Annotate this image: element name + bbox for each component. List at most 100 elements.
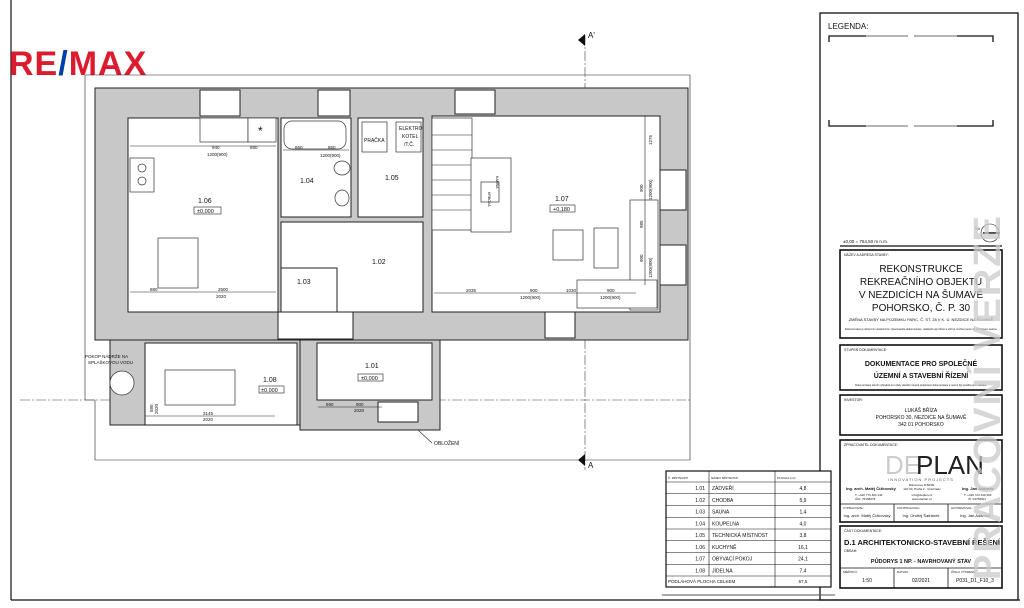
date-value: 02/2021 [912, 578, 930, 584]
svg-text:ČÍSLO VÝKRESU:: ČÍSLO VÝKRESU: [951, 569, 976, 574]
svg-text:1200(900): 1200(900) [520, 295, 541, 300]
svg-text:V NEZDICÍCH NA ŠUMAVĚ: V NEZDICÍCH NA ŠUMAVĚ [859, 288, 984, 301]
svg-text:850: 850 [295, 145, 303, 150]
svg-text:REKREAČNÍHO OBJEKTU: REKREAČNÍHO OBJEKTU [860, 275, 982, 288]
room-area-cell: 7,4 [800, 568, 807, 574]
room-level: ±0,000 [261, 388, 278, 394]
washbasin [334, 189, 350, 207]
drawing-number: P031_D1_F10_3 [956, 578, 994, 584]
svg-text:2020: 2020 [354, 408, 365, 413]
svg-text:NÁZEV A ADRESA STAVBY:: NÁZEV A ADRESA STAVBY: [844, 253, 889, 257]
svg-text:985: 985 [639, 220, 644, 228]
svg-text:Č. MÍSTNOSTI: Č. MÍSTNOSTI [668, 475, 688, 480]
svg-text:KONTROLOVAL:: KONTROLOVAL: [897, 506, 920, 510]
fridge [247, 117, 277, 143]
svg-text:2035: 2035 [466, 288, 477, 293]
legend-title: LEGENDA: [828, 22, 868, 31]
svg-text:Mánesova 1160/36,: Mánesova 1160/36, [909, 483, 935, 487]
room-number-cell: 1.03 [695, 510, 705, 516]
svg-text:info@deplan.cz: info@deplan.cz [912, 493, 933, 497]
svg-text:Ing. Jan Adámek: Ing. Jan Adámek [960, 513, 990, 518]
stove [129, 157, 155, 193]
svg-text:1200(900): 1200(900) [207, 152, 228, 157]
room-level: ±0,000 [197, 209, 214, 215]
svg-text:INVESTOR:: INVESTOR: [844, 398, 863, 402]
svg-text:Dokumentace slouží výhradně pr: Dokumentace slouží výhradně pro účely da… [855, 383, 987, 387]
room-1-03 [280, 267, 338, 313]
kitchen-table [157, 237, 199, 289]
svg-text:AUTORIZOVAL:: AUTORIZOVAL: [951, 506, 973, 510]
title-block: NÁZEV A ADRESA STAVBY: REKONSTRUKCE REKR… [839, 249, 1003, 589]
svg-text:Ing. Ondřej Šafránek: Ing. Ondřej Šafránek [903, 513, 940, 518]
svg-text:DATUM:: DATUM: [897, 570, 908, 574]
svg-text:ÚZEMNÍ A STAVEBNÍ ŘÍZENÍ: ÚZEMNÍ A STAVEBNÍ ŘÍZENÍ [874, 371, 970, 380]
room-number-cell: 1.08 [695, 568, 705, 574]
room-number-cell: 1.06 [695, 545, 705, 551]
svg-text:D.1 ARCHITEKTONICKO-STAVEBNÍ: D.1 ARCHITEKTONICKO-STAVEBNÍ ŘEŠENÍ [844, 538, 1001, 547]
room-name-cell: TECHNICKÁ MÍSTNOST [712, 532, 768, 539]
room-number-cell: 1.01 [695, 486, 705, 492]
svg-text:880: 880 [150, 287, 158, 292]
coffee-table [593, 227, 619, 269]
boiler [395, 121, 422, 153]
svg-text:KRBOVÁ: KRBOVÁ [487, 192, 491, 207]
room-number: 1.07 [555, 196, 569, 203]
svg-text:*: * [258, 124, 263, 138]
svg-text:PRAČKA: PRAČKA [364, 137, 385, 144]
room-area-cell: 4,0 [800, 521, 807, 527]
annotation-septic: POKOP NÁDRŽE NA [85, 352, 128, 359]
room-number: 1.03 [297, 279, 311, 286]
room-name-cell: JÍDELNA [712, 567, 733, 574]
room-number: 1.04 [300, 178, 314, 185]
svg-text:690: 690 [326, 402, 334, 407]
room-area-cell: 5,9 [800, 498, 807, 504]
room-area-cell: 3,8 [800, 533, 807, 539]
svg-text:2020: 2020 [203, 417, 214, 422]
room-name-cell: SAUNA [712, 510, 730, 516]
room-1-01 [316, 342, 433, 401]
svg-text:900: 900 [356, 402, 364, 407]
table-row: 1.08 JÍDELNA 7,4 [666, 564, 831, 574]
room-number: 1.02 [372, 259, 386, 266]
svg-text:ZPRACOVATEL DOKUMENTACE:: ZPRACOVATEL DOKUMENTACE: [844, 443, 898, 447]
room-level: +0,180 [553, 207, 570, 213]
svg-text:LUKÁŠ BŘÍZA: LUKÁŠ BŘÍZA [905, 406, 938, 414]
toilet [333, 160, 351, 176]
section-arrow-top [578, 34, 585, 46]
room-level: ±0,000 [361, 376, 378, 382]
svg-text:Dokumentace je duševním vlastn: Dokumentace je duševním vlastnictvím zpr… [845, 327, 998, 331]
room-name-cell: KUCHYNĚ [712, 543, 737, 551]
svg-text:1200(900): 1200(900) [320, 153, 341, 158]
svg-text:ZMĚNA STAVBY NA POZEMKU PARC.: ZMĚNA STAVBY NA POZEMKU PARC. Č. ST. 28 … [849, 317, 994, 322]
svg-text:1030: 1030 [566, 288, 577, 293]
staircase [431, 117, 473, 231]
svg-text:580: 580 [149, 404, 154, 412]
room-name-cell: ZÁDVEŘÍ [712, 484, 734, 492]
svg-text:DOKUMENTACE PRO SPOLEČNÉ: DOKUMENTACE PRO SPOLEČNÉ [865, 359, 978, 368]
svg-text:900: 900 [607, 288, 615, 293]
svg-text:POHORSKO, Č. P. 30: POHORSKO, Č. P. 30 [872, 301, 971, 314]
svg-text:2020: 2020 [154, 403, 159, 414]
dining-table [164, 369, 236, 406]
annotation-cladding: OBLOŽENÍ [434, 439, 460, 447]
room-number: 1.01 [365, 363, 379, 370]
room-name-cell: KOUPELNA [712, 521, 740, 527]
svg-text:RE/MAX: RE/MAX [9, 45, 147, 83]
svg-text:2020: 2020 [216, 294, 227, 299]
washing-machine [361, 121, 388, 153]
room-number-cell: 1.04 [695, 521, 705, 527]
svg-text:1200(900): 1200(900) [600, 295, 621, 300]
svg-text:IČ: 04758001: IČ: 04758001 [968, 496, 986, 501]
svg-text:120 00, Praha 2 - Vinohrady: 120 00, Praha 2 - Vinohrady [903, 487, 941, 491]
armchair [552, 229, 584, 261]
svg-text:POHORSKO 30, NEZDICE NA ŠUMAVĚ: POHORSKO 30, NEZDICE NA ŠUMAVĚ [876, 413, 967, 421]
svg-text:SPLAŠKOVOU VODU: SPLAŠKOVOU VODU [88, 359, 133, 365]
svg-text:900: 900 [530, 288, 538, 293]
svg-text:www.deplan.cz: www.deplan.cz [912, 497, 933, 501]
